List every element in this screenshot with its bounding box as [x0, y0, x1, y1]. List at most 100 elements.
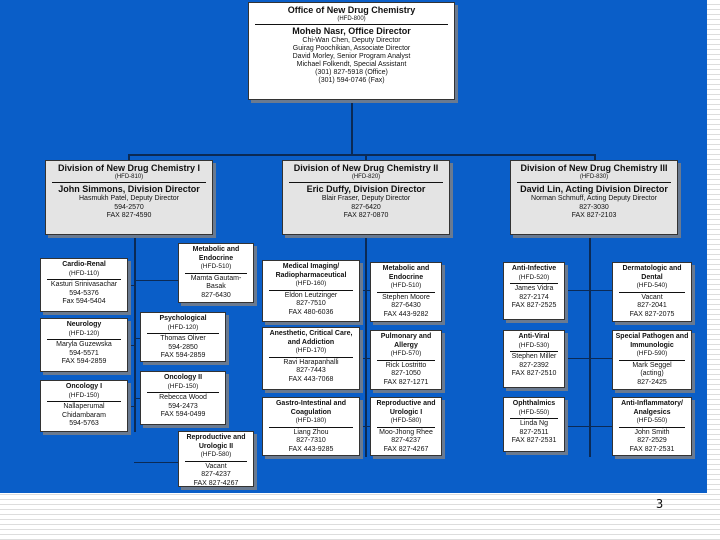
divider — [377, 359, 435, 361]
box-line: FAX 480-6036 — [288, 308, 334, 316]
box-line: David Morley, Senior Program Analyst — [292, 53, 411, 60]
box-line: 594-2570 — [114, 203, 144, 211]
division-box[interactable]: Division of New Drug Chemistry I(HFD-810… — [45, 160, 213, 235]
box-code: (HFD-510) — [200, 263, 232, 271]
divider — [269, 356, 353, 358]
connector-line — [128, 154, 130, 160]
connector-line — [365, 154, 367, 160]
divider — [510, 351, 558, 353]
team-box[interactable]: Cardio-Renal(HFD-110)Kasturi Srinivasach… — [40, 258, 128, 312]
team-box[interactable]: Anesthetic, Critical Care, and Addiction… — [262, 327, 360, 390]
team-box[interactable]: Metabolic and Endocrine(HFD-510)Mamta Ga… — [178, 243, 254, 303]
box-line: Maryla Guzewska — [56, 341, 112, 349]
team-box[interactable]: Anti-Inflammatory/ Analgesics(HFD-550)Jo… — [612, 397, 692, 456]
box-line: 594-5571 — [69, 349, 99, 357]
box-line: Hasmukh Patel, Deputy Director — [79, 195, 179, 202]
box-code: (HFD-170) — [295, 347, 327, 355]
box-title: Division of New Drug Chemistry II — [293, 163, 439, 173]
box-line: Liang Zhou — [293, 428, 329, 436]
box-title: Reproductive and Urologic II — [186, 434, 246, 450]
box-director: Eric Duffy, Division Director — [306, 184, 426, 194]
box-line: FAX 443-9282 — [383, 310, 429, 318]
box-line: Rick Lostritto — [385, 361, 427, 369]
divider — [147, 392, 219, 394]
connector-line — [565, 426, 612, 427]
box-line: FAX 594-2859 — [61, 358, 107, 366]
box-title: Neurology — [66, 321, 102, 328]
box-line: FAX 827-2531 — [629, 445, 675, 453]
connector-line — [128, 154, 596, 156]
box-line: 827-7510 — [296, 300, 326, 308]
connector-line — [351, 100, 353, 155]
box-code: (HFD-160) — [295, 280, 327, 288]
team-box[interactable]: Gastro-Intestinal and Coagulation(HFD-18… — [262, 397, 360, 456]
divider — [517, 182, 671, 183]
box-title: Anti-Infective — [511, 265, 557, 272]
box-line: 827-7310 — [296, 437, 326, 445]
box-line: John Smith — [634, 428, 670, 436]
box-line: FAX 827-1271 — [383, 378, 429, 386]
connector-line — [565, 290, 612, 291]
box-line: FAX 827-0870 — [343, 212, 389, 220]
connector-line — [365, 235, 367, 457]
box-line: (acting) — [640, 370, 664, 378]
box-line: Chi-Wan Chen, Deputy Director — [302, 37, 401, 44]
box-line: 827-2392 — [519, 361, 549, 369]
division-box[interactable]: Division of New Drug Chemistry II(HFD-82… — [282, 160, 450, 235]
box-line: (301) 594-0746 (Fax) — [318, 77, 385, 84]
team-box[interactable]: Medical Imaging/ Radiopharmaceutical(HFD… — [262, 260, 360, 322]
office-box[interactable]: Office of New Drug Chemistry(HFD-800)Moh… — [248, 2, 455, 100]
connector-line — [128, 285, 134, 286]
connector-line — [134, 280, 178, 281]
box-line: 827-1050 — [391, 370, 421, 378]
box-line: Chidambaram — [62, 411, 106, 419]
divider — [147, 333, 219, 335]
box-line: FAX 827-2510 — [511, 370, 557, 378]
divider — [619, 359, 685, 361]
box-line: 827-3030 — [579, 203, 609, 211]
box-line: FAX 827-4590 — [106, 212, 152, 220]
box-title: Dermatologic and Dental — [622, 265, 682, 281]
box-code: (HFD-150) — [68, 391, 100, 399]
box-title: Gastro-Intestinal and Coagulation — [275, 400, 346, 416]
division-box[interactable]: Division of New Drug Chemistry III(HFD-8… — [510, 160, 678, 235]
team-box[interactable]: Special Pathogen and Immunologic(HFD-590… — [612, 330, 692, 390]
box-line: 827-2511 — [519, 428, 549, 436]
box-line: 827-2529 — [637, 437, 667, 445]
box-line: Stephen Miller — [511, 353, 557, 361]
box-line: Linda Ng — [519, 420, 549, 428]
box-line: 594-5763 — [69, 420, 99, 428]
box-title: Medical Imaging/ Radiopharmaceutical — [275, 263, 347, 279]
divider — [619, 291, 685, 293]
box-code: (HFD-590) — [636, 350, 668, 358]
box-line: Ravi Harapanhalli — [283, 358, 339, 366]
connector-line — [128, 406, 134, 407]
box-line: Nallaperumal — [63, 403, 105, 411]
box-code: (HFD-830) — [579, 174, 609, 180]
box-code: (HFD-580) — [390, 417, 422, 425]
box-line: (301) 827-5918 (Office) — [315, 69, 388, 76]
box-line: Rebecca Wood — [159, 394, 207, 402]
divider — [269, 289, 353, 291]
divider — [185, 460, 247, 462]
team-box[interactable]: Pulmonary and Allergy(HFD-570)Rick Lostr… — [370, 330, 442, 390]
box-line: 827-4237 — [391, 437, 421, 445]
box-line: Vacant — [641, 293, 663, 301]
box-title: Psychological — [159, 315, 207, 322]
box-line: FAX 827-2103 — [571, 212, 617, 220]
divider — [377, 291, 435, 293]
team-box[interactable]: Reproductive and Urologic I(HFD-580)Moo-… — [370, 397, 442, 456]
box-code: (HFD-580) — [200, 451, 232, 459]
team-box[interactable]: Metabolic and Endocrine(HFD-510)Stephen … — [370, 262, 442, 322]
box-line: FAX 827-2525 — [511, 302, 557, 310]
box-title: Anesthetic, Critical Care, and Addiction — [269, 330, 353, 346]
team-box[interactable]: Reproductive and Urologic II(HFD-580)Vac… — [178, 431, 254, 487]
